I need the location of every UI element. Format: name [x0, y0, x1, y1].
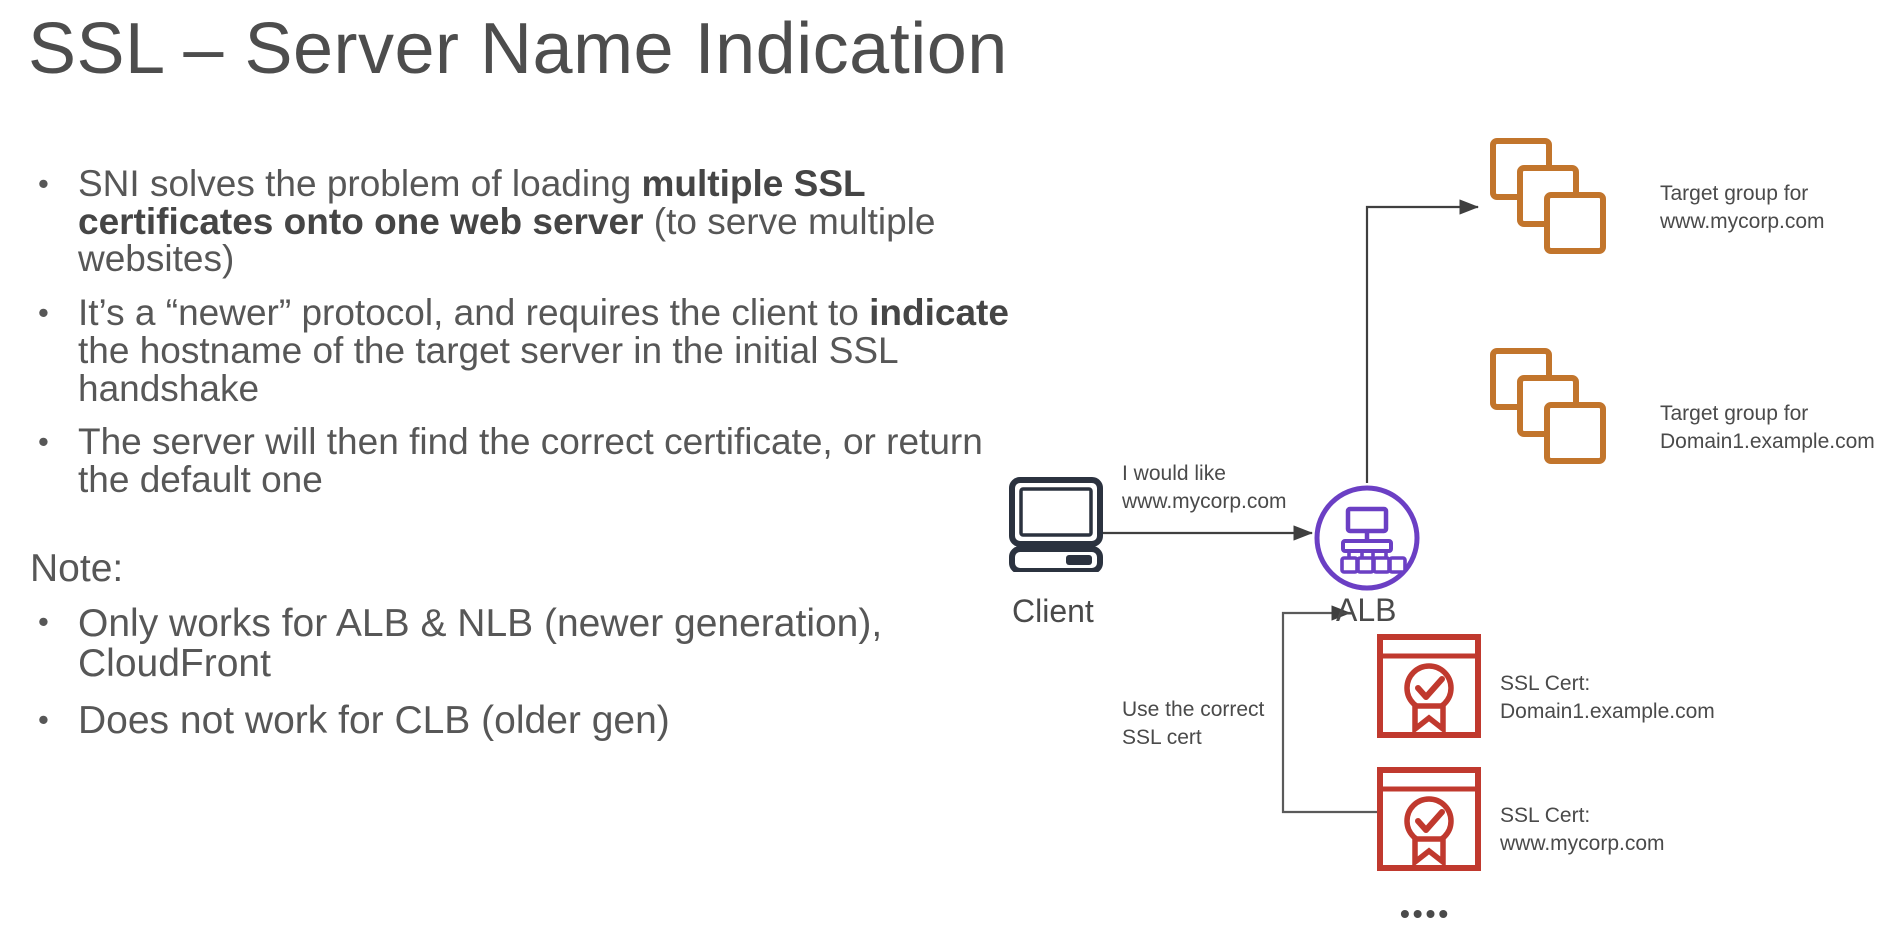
target-group-label: Target group for www.mycorp.com	[1660, 182, 1825, 234]
load-balancer-icon	[1312, 483, 1422, 593]
bullet-text-part: It’s a “newer” protocol, and requires th…	[78, 292, 870, 334]
target-group-icon	[1490, 348, 1620, 478]
ssl-cert-label: SSL Cert: Domain1.example.com	[1500, 672, 1715, 724]
bullet-glyph: •	[38, 701, 49, 737]
bullet-text-emphasis: indicate	[869, 292, 1009, 334]
cert-selection-label: Use the correct SSL cert	[1122, 698, 1265, 750]
bullet-glyph: •	[38, 294, 49, 330]
target-group-square-front	[1544, 192, 1606, 254]
list-item: • It’s a “newer” protocol, and requires t…	[30, 294, 1010, 407]
client-computer-icon	[1008, 476, 1104, 574]
target-group-icon	[1490, 138, 1620, 268]
bullet-glyph: •	[38, 604, 49, 640]
connector-cert-to-alb	[1281, 605, 1380, 814]
note-text: Does not work for CLB (older gen)	[78, 699, 670, 743]
bullet-glyph: •	[38, 424, 49, 460]
target-group-square-front	[1544, 402, 1606, 464]
bullet-text-part: The server will then find the correct ce…	[78, 421, 983, 501]
alb-caption: ALB	[1336, 592, 1397, 628]
bullet-text-part: the hostname of the target server in the…	[78, 329, 898, 409]
bullet-text-part: SNI solves the problem of loading	[78, 163, 642, 204]
list-item: • SNI solves the problem of loading multi…	[30, 165, 1010, 278]
ssl-cert-label: SSL Cert: www.mycorp.com	[1500, 804, 1665, 856]
list-item: • The server will then find the correct c…	[30, 423, 1010, 498]
client-caption: Client	[1012, 593, 1094, 629]
note-heading: Note:	[30, 546, 124, 590]
ssl-certificate-icon	[1375, 765, 1483, 873]
bullet-content-column: • SNI solves the problem of loading multi…	[30, 165, 1010, 759]
bullet-text-part: (to serve multiple websites)	[78, 200, 936, 280]
request-label: I would like www.mycorp.com	[1122, 462, 1287, 514]
note-list-item: • Only works for ALB & NLB (newer generat…	[30, 601, 1010, 685]
bullet-text-emphasis: multiple SSL certificates onto one web s…	[78, 163, 865, 242]
ssl-certificate-icon	[1375, 632, 1483, 740]
note-text: Only works for ALB & NLB (newer generati…	[78, 601, 883, 685]
page-title: SSL – Server Name Indication	[28, 9, 1008, 89]
bullet-glyph: •	[38, 165, 49, 201]
note-list-item: • Does not work for CLB (older gen)	[30, 701, 1010, 741]
connector-alb-to-target-group	[1365, 199, 1480, 483]
ellipsis-indicator: ••••	[1400, 898, 1452, 929]
target-group-label: Target group for Domain1.example.com	[1660, 402, 1875, 454]
